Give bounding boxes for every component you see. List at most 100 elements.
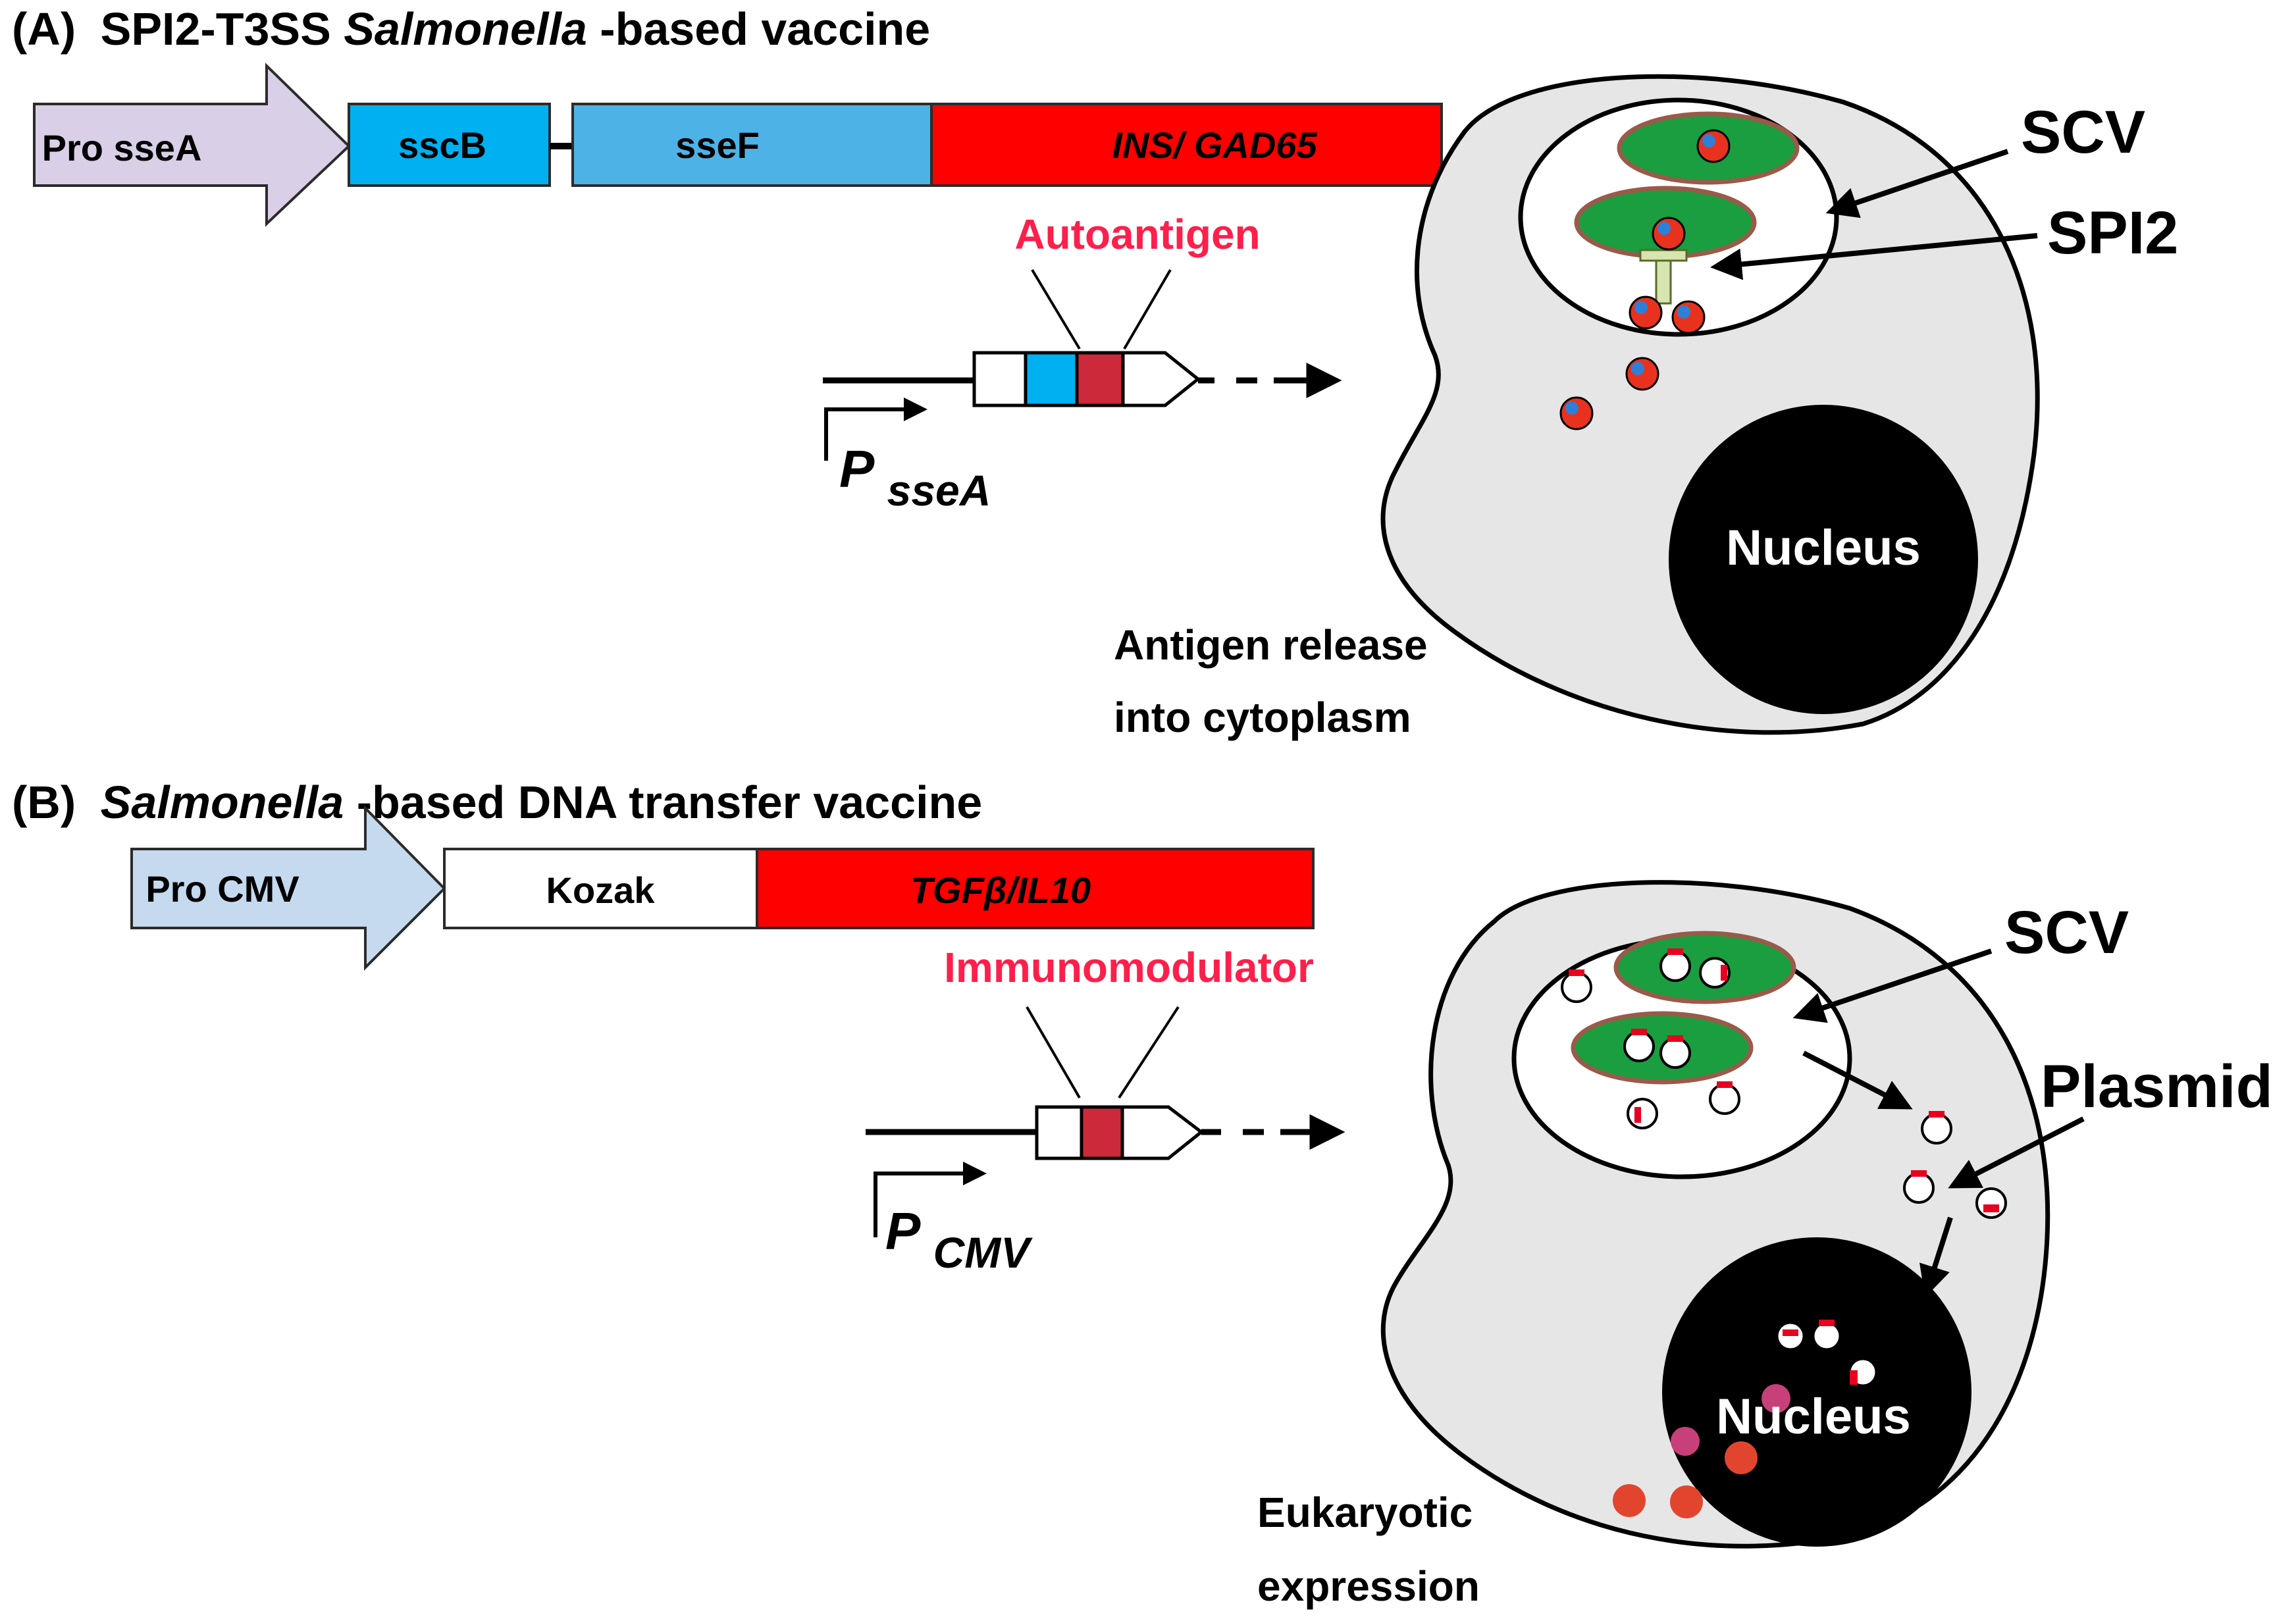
cassette-a-segment-antigen bbox=[1075, 351, 1125, 407]
cassette-a-segment-blue bbox=[1024, 351, 1079, 407]
effector-particle-core bbox=[1565, 401, 1578, 415]
promoter-symbol-b: P CMV bbox=[874, 1162, 1033, 1277]
eukaryotic-expression-line1: Eukaryotic bbox=[1257, 1489, 1473, 1536]
plasmid-circle bbox=[1627, 1098, 1658, 1129]
promoter-cmv-subscript: CMV bbox=[933, 1228, 1033, 1277]
gene-sseF-label: sseF bbox=[675, 124, 760, 166]
eukaryotic-expression-line2: expression bbox=[1257, 1562, 1480, 1610]
immunomodulator-pointer-left bbox=[1026, 1006, 1081, 1099]
plasmid-circle bbox=[1561, 971, 1592, 1003]
plasmid-circle bbox=[1623, 1031, 1655, 1062]
antigen-release-line2: into cytoplasm bbox=[1114, 694, 1411, 741]
panel-a-title: (A) SPI2-T3SS Salmonella -based vaccine bbox=[12, 3, 930, 55]
promoter-sseA-label: Pro sseA bbox=[42, 127, 202, 168]
autoantigen-pointer-right bbox=[1123, 269, 1172, 350]
promoter-sseA-letter: P bbox=[839, 440, 875, 498]
panel-a-title-italic: Salmonella bbox=[344, 3, 587, 55]
effector-particle bbox=[1652, 217, 1686, 251]
effector-particle-core bbox=[1677, 305, 1690, 319]
antigen-release-caption: Antigen release into cytoplasm bbox=[1114, 621, 1439, 741]
kozak-segment bbox=[443, 848, 758, 929]
panel-b-title-suffix: -based DNA transfer vaccine bbox=[357, 777, 983, 828]
gene-ins-gad65-label: INS/ GAD65 bbox=[1112, 124, 1317, 166]
gene-tgfb-il10-label: TGFβ/IL10 bbox=[910, 869, 1091, 911]
effector-particle bbox=[1671, 300, 1706, 334]
effector-particle bbox=[1629, 296, 1663, 330]
promoter-bent-arrow-b bbox=[874, 1162, 987, 1237]
eukaryotic-expression-caption: Eukaryotic expression bbox=[1257, 1489, 1484, 1610]
plasmid-marker bbox=[1569, 969, 1584, 976]
protein-dot bbox=[1613, 1484, 1646, 1517]
scv-arrow-a bbox=[1825, 149, 2009, 219]
expressed-proteins bbox=[1613, 1384, 1790, 1518]
plasmid-marker bbox=[1783, 1329, 1798, 1336]
export-arrow bbox=[1802, 1050, 1913, 1110]
plasmid-circle bbox=[1812, 1322, 1841, 1351]
panel-a-title-suffix: -based vaccine bbox=[600, 3, 930, 55]
spi2-label: SPI2 bbox=[2047, 199, 2178, 267]
gene-tgfb-il10 bbox=[756, 848, 1315, 929]
plasmid-marker bbox=[1850, 1370, 1858, 1385]
spi2-apparatus-stem bbox=[1655, 259, 1672, 305]
effector-particle-core bbox=[1631, 362, 1644, 375]
nucleus-a bbox=[1669, 405, 1978, 714]
plasmid-circle bbox=[1921, 1113, 1952, 1145]
panel-a-label: (A) bbox=[12, 3, 76, 55]
panel-b-label: (B) bbox=[12, 777, 76, 828]
cell-b: Nucleus bbox=[1380, 880, 2050, 1549]
plasmid-circle bbox=[1659, 950, 1691, 982]
effector-particle-core bbox=[1634, 301, 1648, 314]
plasmids bbox=[1561, 948, 2007, 1219]
scv-label-b: SCV bbox=[2004, 899, 2129, 966]
spi2-apparatus-top bbox=[1639, 249, 1688, 262]
panel-a: (A) SPI2-T3SS Salmonella -based vaccine … bbox=[12, 3, 2178, 741]
plasmid-marker bbox=[1634, 1107, 1641, 1123]
gene-ins-gad65 bbox=[930, 103, 1443, 187]
nucleus-b-label: Nucleus bbox=[1716, 1389, 1911, 1445]
autoantigen-label: Autoantigen bbox=[1014, 211, 1260, 258]
plasmid-arrow bbox=[1948, 1116, 2085, 1189]
cassette-b-segment-gene bbox=[1080, 1105, 1124, 1160]
plasmid-marker bbox=[1667, 948, 1683, 955]
plasmid-circle bbox=[1659, 1037, 1691, 1069]
cassette-a-segment-white bbox=[972, 351, 1028, 407]
plasmid-marker bbox=[1667, 1035, 1683, 1042]
antigen-release-line1: Antigen release bbox=[1114, 621, 1428, 669]
panel-b-title: (B) Salmonella -based DNA transfer vacci… bbox=[12, 777, 982, 828]
promoter-sseA-subscript: sseA bbox=[887, 466, 991, 515]
gene-sseF bbox=[571, 103, 933, 187]
protein-dot bbox=[1671, 1427, 1700, 1456]
cassette-b-end bbox=[1120, 1105, 1205, 1160]
promoter-cmv-letter: P bbox=[885, 1202, 921, 1260]
panel-b-title-italic: Salmonella bbox=[101, 777, 344, 828]
plasmid-marker bbox=[1911, 1170, 1927, 1177]
plasmid-marker bbox=[1631, 1029, 1647, 1035]
nuclear-import-arrow bbox=[1919, 1216, 1953, 1298]
protein-dot bbox=[1725, 1441, 1758, 1474]
construct-a: Pro sseA sscB sseF INS/ GAD65 bbox=[33, 63, 1443, 227]
plasmid-circle bbox=[1975, 1187, 2007, 1219]
nucleus-a-label: Nucleus bbox=[1726, 520, 1921, 576]
promoter-sseA-symbol: P sseA bbox=[839, 440, 991, 515]
immunomodulator-label: Immunomodulator bbox=[944, 944, 1314, 991]
protein-dot bbox=[1670, 1485, 1703, 1518]
promoter-arrow-cmv bbox=[130, 805, 446, 971]
plasmid-marker bbox=[1929, 1111, 1944, 1118]
spi2-arrow bbox=[1710, 233, 2038, 280]
construct-b: Pro CMV Kozak TGFβ/IL10 bbox=[130, 805, 1315, 971]
cassette-b bbox=[866, 1105, 1345, 1160]
plasmid-marker bbox=[1983, 1204, 1999, 1212]
promoter-cmv-label: Pro CMV bbox=[145, 868, 299, 910]
promoter-arrow-sseA bbox=[33, 63, 351, 227]
scv-label-a: SCV bbox=[2021, 99, 2145, 166]
cassette-a-end bbox=[1121, 351, 1201, 407]
cassette-b-segment-white bbox=[1035, 1105, 1083, 1160]
nuclear-plasmids bbox=[1776, 1320, 1877, 1387]
gene-sscB-label: sscB bbox=[398, 124, 486, 166]
cassette-a bbox=[823, 351, 1342, 407]
panel-b: (B) Salmonella -based DNA transfer vacci… bbox=[12, 777, 2273, 1610]
panel-a-title-prefix: SPI2-T3SS bbox=[101, 3, 344, 55]
plasmid-circle bbox=[1709, 1083, 1740, 1115]
scv-arrow-b bbox=[1792, 948, 1993, 1023]
